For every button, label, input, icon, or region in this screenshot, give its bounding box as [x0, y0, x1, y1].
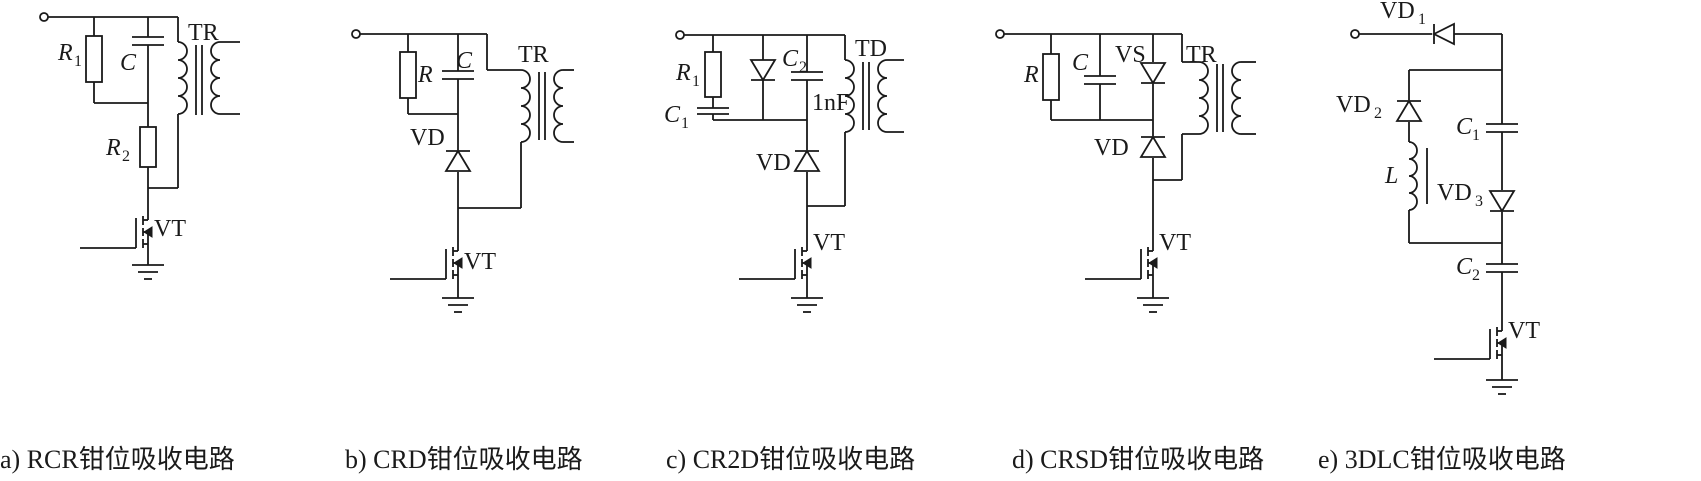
label-vd-b: VD: [410, 125, 445, 151]
label-vt-a: VT: [154, 216, 186, 242]
caption-a: a) RCR钳位吸收电路: [0, 445, 235, 474]
label-tr-a: TR: [188, 20, 219, 46]
input-terminal-d: [995, 29, 1005, 39]
ground-c: [790, 297, 824, 313]
label-c1-c: C: [664, 102, 681, 128]
label-c-a: C: [120, 50, 137, 76]
label-vd2: VD: [1336, 92, 1371, 118]
label-vd-d: VD: [1094, 135, 1129, 161]
resistor-r1: [85, 35, 103, 83]
label-r1-c-sub: 1: [692, 73, 700, 90]
label-vt-d: VT: [1159, 230, 1191, 256]
label-vs: VS: [1115, 42, 1146, 68]
transformer-td: [844, 59, 904, 133]
label-vt-e: VT: [1508, 318, 1540, 344]
diode-vd-c: [794, 150, 820, 172]
mosfet-vt-a: [107, 203, 153, 261]
ground-d: [1136, 297, 1170, 313]
transformer-tr-d: [1198, 61, 1256, 135]
label-c2-c: C: [782, 46, 799, 72]
transformer-tr-b: [520, 69, 574, 143]
diode-vd-b: [445, 150, 471, 172]
label-vt-c: VT: [813, 230, 845, 256]
capacitor-c2-e: [1485, 263, 1519, 273]
resistor-r-d: [1042, 53, 1060, 101]
label-c1-e: C: [1456, 114, 1473, 140]
input-terminal-e: [1350, 29, 1360, 39]
capacitor-c: [131, 36, 165, 46]
label-vd1: VD: [1380, 0, 1415, 24]
label-r2: R: [105, 135, 121, 161]
label-vd3-sub: 3: [1475, 193, 1483, 210]
mosfet-vt-b: [417, 234, 463, 292]
label-1nf: 1nF: [812, 90, 849, 116]
label-r-d: R: [1023, 62, 1039, 88]
capacitor-c1-e: [1485, 123, 1519, 133]
diode-vd-d: [1140, 136, 1166, 158]
label-vd2-sub: 2: [1374, 105, 1382, 122]
label-c2-e-sub: 2: [1472, 267, 1480, 284]
ground-e: [1485, 379, 1519, 395]
capacitor-c-d: [1083, 75, 1117, 85]
circuit-c-cr2d: R 1 C 1 C 2 TD 1nF VD VT: [664, 30, 904, 313]
label-c2-c-sub: 2: [799, 59, 807, 76]
capacitor-c2-c: [790, 71, 824, 81]
transformer-tr: [177, 41, 240, 116]
diode-vd3: [1489, 190, 1515, 212]
label-vd3: VD: [1437, 180, 1472, 206]
label-c1-c-sub: 1: [681, 115, 689, 132]
label-vd1-sub: 1: [1418, 11, 1426, 28]
circuit-e-3dlc: VD 1 VD 2 C 1 L VD 3 C 2 VT: [1336, 0, 1540, 395]
resistor-r1-c: [704, 51, 722, 98]
input-terminal-c: [675, 30, 685, 40]
resistor-r: [399, 51, 417, 99]
label-c2-e: C: [1456, 254, 1473, 280]
caption-e: e) 3DLC钳位吸收电路: [1318, 445, 1566, 474]
input-terminal-b: [351, 29, 361, 39]
circuit-a-rcr: R 1 C TR R 2 VT: [39, 12, 240, 280]
mosfet-vt-d: [1112, 234, 1158, 292]
label-tr-b: TR: [518, 42, 549, 68]
circuit-b-crd: R C TR VD VT: [351, 29, 574, 313]
label-tr-d: TR: [1186, 42, 1217, 68]
ground-a: [131, 264, 165, 280]
diode-vd2: [1396, 100, 1422, 122]
label-l: L: [1384, 163, 1398, 189]
label-r2-sub: 2: [122, 148, 130, 165]
label-c-b: C: [456, 48, 473, 74]
label-c1-e-sub: 1: [1472, 127, 1480, 144]
diode-vd1: [1431, 22, 1455, 46]
mosfet-vt-e: [1461, 314, 1507, 372]
label-r1-sub: 1: [74, 53, 82, 70]
caption-c: c) CR2D钳位吸收电路: [666, 445, 915, 474]
capacitor-c1-c: [697, 107, 729, 115]
label-c-d: C: [1072, 50, 1089, 76]
label-r-b: R: [417, 62, 433, 88]
diode-c-upper: [750, 59, 776, 81]
label-vt-b: VT: [464, 249, 496, 275]
label-td: TD: [855, 36, 887, 62]
caption-b: b) CRD钳位吸收电路: [345, 445, 583, 474]
inductor-l: [1408, 141, 1418, 211]
label-r1-c: R: [675, 60, 691, 86]
resistor-r2: [139, 126, 157, 168]
label-vd-c: VD: [756, 150, 791, 176]
input-terminal-a: [39, 12, 49, 22]
mosfet-vt-c: [766, 234, 812, 292]
circuit-d-crsd: R C VS TR VD VT: [995, 29, 1256, 313]
caption-d: d) CRSD钳位吸收电路: [1012, 445, 1264, 474]
ground-b: [441, 297, 475, 313]
label-r1: R: [57, 40, 73, 66]
